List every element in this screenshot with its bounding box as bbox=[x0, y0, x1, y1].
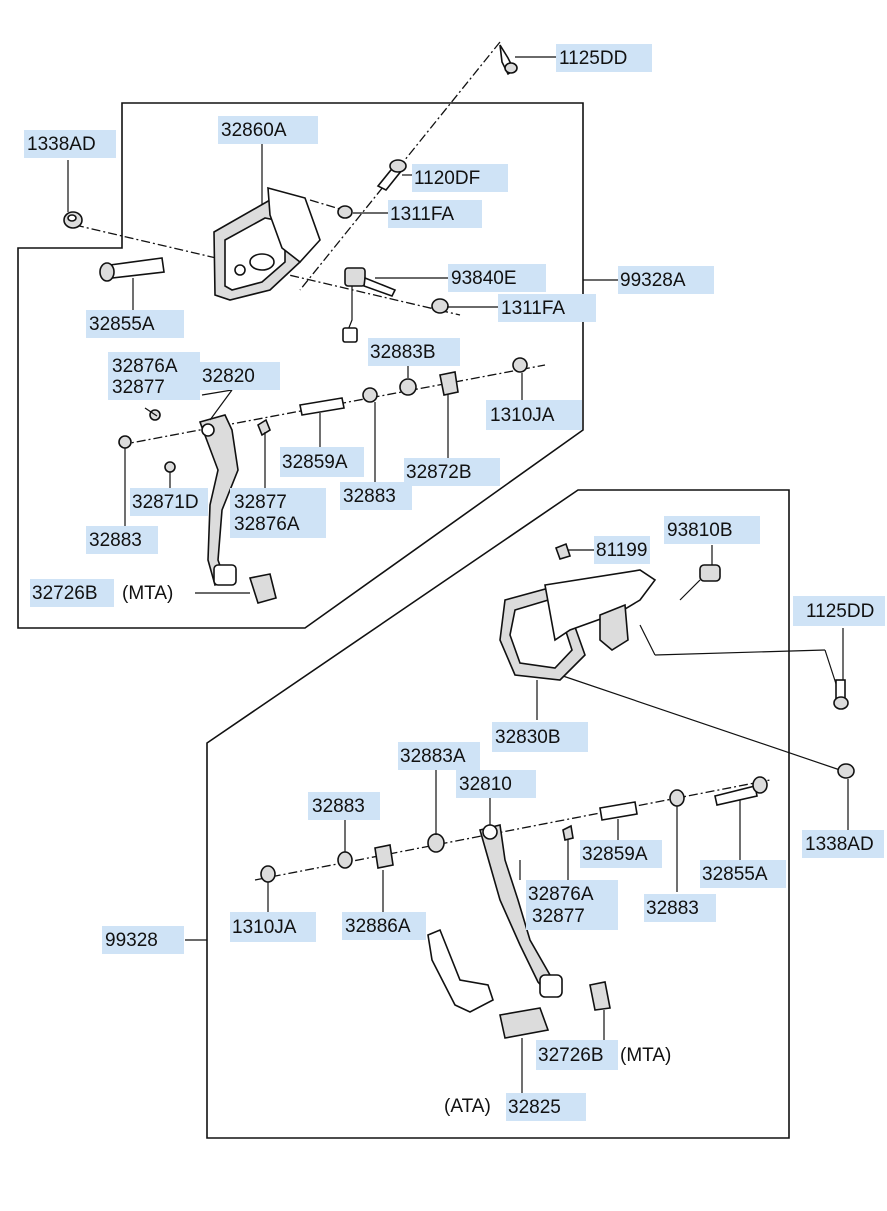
pedal-pad-large-part bbox=[427, 928, 494, 1013]
label-32872b: 32872B bbox=[406, 462, 472, 483]
label-32877-b: 32877 bbox=[234, 492, 287, 513]
switch-93840e-part bbox=[342, 267, 397, 343]
pedal-pad-32726b-top-part bbox=[248, 573, 277, 604]
label-32876a-low: 32876A bbox=[528, 884, 594, 905]
clip-81199-part bbox=[554, 542, 572, 560]
bolt-1125dd-top-part bbox=[499, 44, 518, 76]
label-1311fa-a: 1311FA bbox=[390, 204, 454, 225]
label-32860a: 32860A bbox=[221, 120, 287, 141]
nut-1338ad-right-part bbox=[837, 763, 855, 779]
label-32726b-top: 32726B bbox=[32, 583, 98, 604]
label-32859a-low: 32859A bbox=[582, 844, 648, 865]
label-99328a: 99328A bbox=[620, 270, 686, 291]
bushing-32883-left-part bbox=[118, 435, 132, 449]
pedal-bracket-part bbox=[213, 186, 321, 301]
label-32883a: 32883A bbox=[400, 746, 466, 767]
upper-assembly bbox=[17, 41, 618, 629]
bushing-32883-right-part bbox=[669, 789, 685, 807]
label-32883-low: 32883 bbox=[312, 796, 365, 817]
label-81199: 81199 bbox=[596, 540, 647, 561]
label-32859a-top: 32859A bbox=[282, 452, 348, 473]
label-32876a-b: 32876A bbox=[234, 514, 300, 535]
pin-32859a-top-part bbox=[299, 397, 345, 416]
upper-assembly-frame bbox=[17, 102, 584, 629]
label-32877-low: 32877 bbox=[532, 906, 585, 927]
lower-assembly bbox=[185, 489, 855, 1139]
label-1310ja-top: 1310JA bbox=[490, 405, 555, 426]
nut-1310ja-top-part bbox=[512, 357, 528, 373]
pedal-32810-part bbox=[479, 824, 563, 998]
label-mta-low: (MTA) bbox=[620, 1045, 671, 1066]
bushing-32883-mid-part bbox=[362, 387, 378, 403]
label-32883-right: 32883 bbox=[646, 898, 699, 919]
label-1338ad-right: 1338AD bbox=[805, 834, 874, 855]
bolt-1125dd-right-part bbox=[833, 679, 849, 710]
labels: 1125DD 1338AD 32860A 1120DF 1311FA 93840… bbox=[24, 44, 885, 1121]
label-32855a-low: 32855A bbox=[702, 864, 768, 885]
label-ata: (ATA) bbox=[444, 1096, 491, 1117]
bushing-32883a-part bbox=[427, 833, 445, 853]
label-1125dd-top: 1125DD bbox=[559, 48, 627, 69]
label-93840e: 93840E bbox=[451, 268, 517, 289]
pedal-pad-32726b-low-part bbox=[589, 981, 611, 1011]
pedal-pad-32825-part bbox=[499, 1007, 550, 1039]
bolt-32855a-top-part bbox=[99, 257, 165, 282]
label-32810: 32810 bbox=[459, 774, 512, 795]
label-32830b: 32830B bbox=[495, 727, 561, 748]
label-1125dd-right: 1125DD bbox=[806, 601, 874, 622]
label-32883-left: 32883 bbox=[89, 530, 142, 551]
stopper-32876a-low-part bbox=[562, 824, 574, 841]
nut-1338ad-top-part bbox=[63, 211, 83, 229]
label-93810b: 93810B bbox=[667, 520, 733, 541]
label-32820: 32820 bbox=[202, 366, 255, 387]
stopper-32871d-part bbox=[164, 461, 176, 473]
label-mta-top: (MTA) bbox=[122, 583, 173, 604]
bolt-32855a-low-part bbox=[714, 776, 768, 806]
pedal-32820-part bbox=[198, 414, 239, 587]
bushing-32883-low-part bbox=[337, 851, 353, 869]
label-1310ja-low: 1310JA bbox=[232, 917, 297, 938]
pedal-bracket-32830b-part bbox=[499, 569, 657, 681]
label-32871d: 32871D bbox=[132, 492, 199, 513]
label-32825: 32825 bbox=[508, 1097, 561, 1118]
label-1338ad-top: 1338AD bbox=[27, 134, 96, 155]
nut-1311fa-a-part bbox=[337, 205, 353, 219]
switch-93810b-part bbox=[679, 564, 721, 601]
label-1311fa-b: 1311FA bbox=[501, 298, 565, 319]
label-32726b-low: 32726B bbox=[538, 1045, 604, 1066]
label-32886a: 32886A bbox=[345, 916, 411, 937]
bushing-32883b-part bbox=[399, 378, 417, 396]
lower-assembly-frame bbox=[206, 489, 790, 1139]
label-1120df: 1120DF bbox=[414, 168, 480, 189]
label-32883-mid: 32883 bbox=[343, 486, 396, 507]
nut-1311fa-b-part bbox=[431, 298, 449, 314]
pin-32859a-low-part bbox=[599, 801, 638, 821]
label-99328: 99328 bbox=[105, 930, 158, 951]
label-32877-top: 32877 bbox=[112, 377, 165, 398]
spring-32886a-part bbox=[374, 844, 394, 869]
label-32876a-top: 32876A bbox=[112, 356, 178, 377]
label-32855a-top: 32855A bbox=[89, 314, 155, 335]
bolt-1120df-part bbox=[376, 159, 407, 192]
stopper-32877-b-part bbox=[257, 418, 271, 437]
nut-1310ja-low-part bbox=[260, 865, 276, 883]
label-32883b: 32883B bbox=[370, 342, 436, 363]
spring-32872b-part bbox=[439, 371, 459, 396]
